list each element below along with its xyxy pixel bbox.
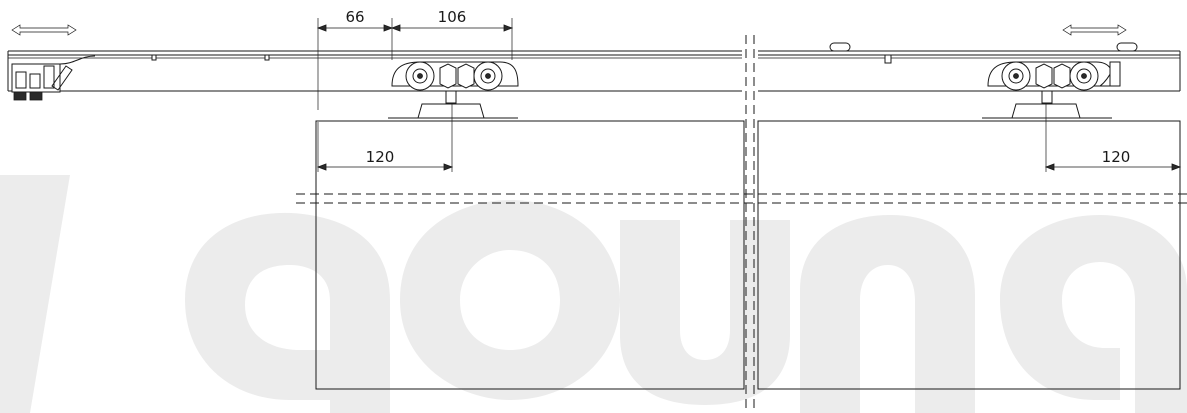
left-motion-arrow-icon <box>11 24 77 36</box>
dimension-right-120-label: 120 <box>1102 148 1131 166</box>
watermark-logo <box>0 175 1187 413</box>
dimension-66-label: 66 <box>345 8 364 26</box>
left-damper-mechanism <box>11 55 96 101</box>
right-roller-carriage <box>982 61 1121 119</box>
break-lines-horizontal <box>296 193 1187 204</box>
right-motion-arrow-icon <box>1062 24 1127 36</box>
break-lines-vertical <box>745 35 755 413</box>
track-rail <box>7 50 1181 92</box>
door-panel-outline <box>315 120 1181 390</box>
dimension-left-120-label: 120 <box>366 148 395 166</box>
dimension-106-label: 106 <box>438 8 467 26</box>
top-dimension-lines <box>316 18 514 110</box>
track-stoppers <box>829 42 1138 52</box>
left-roller-carriage <box>388 61 519 119</box>
lower-dimension-lines <box>316 104 1182 172</box>
